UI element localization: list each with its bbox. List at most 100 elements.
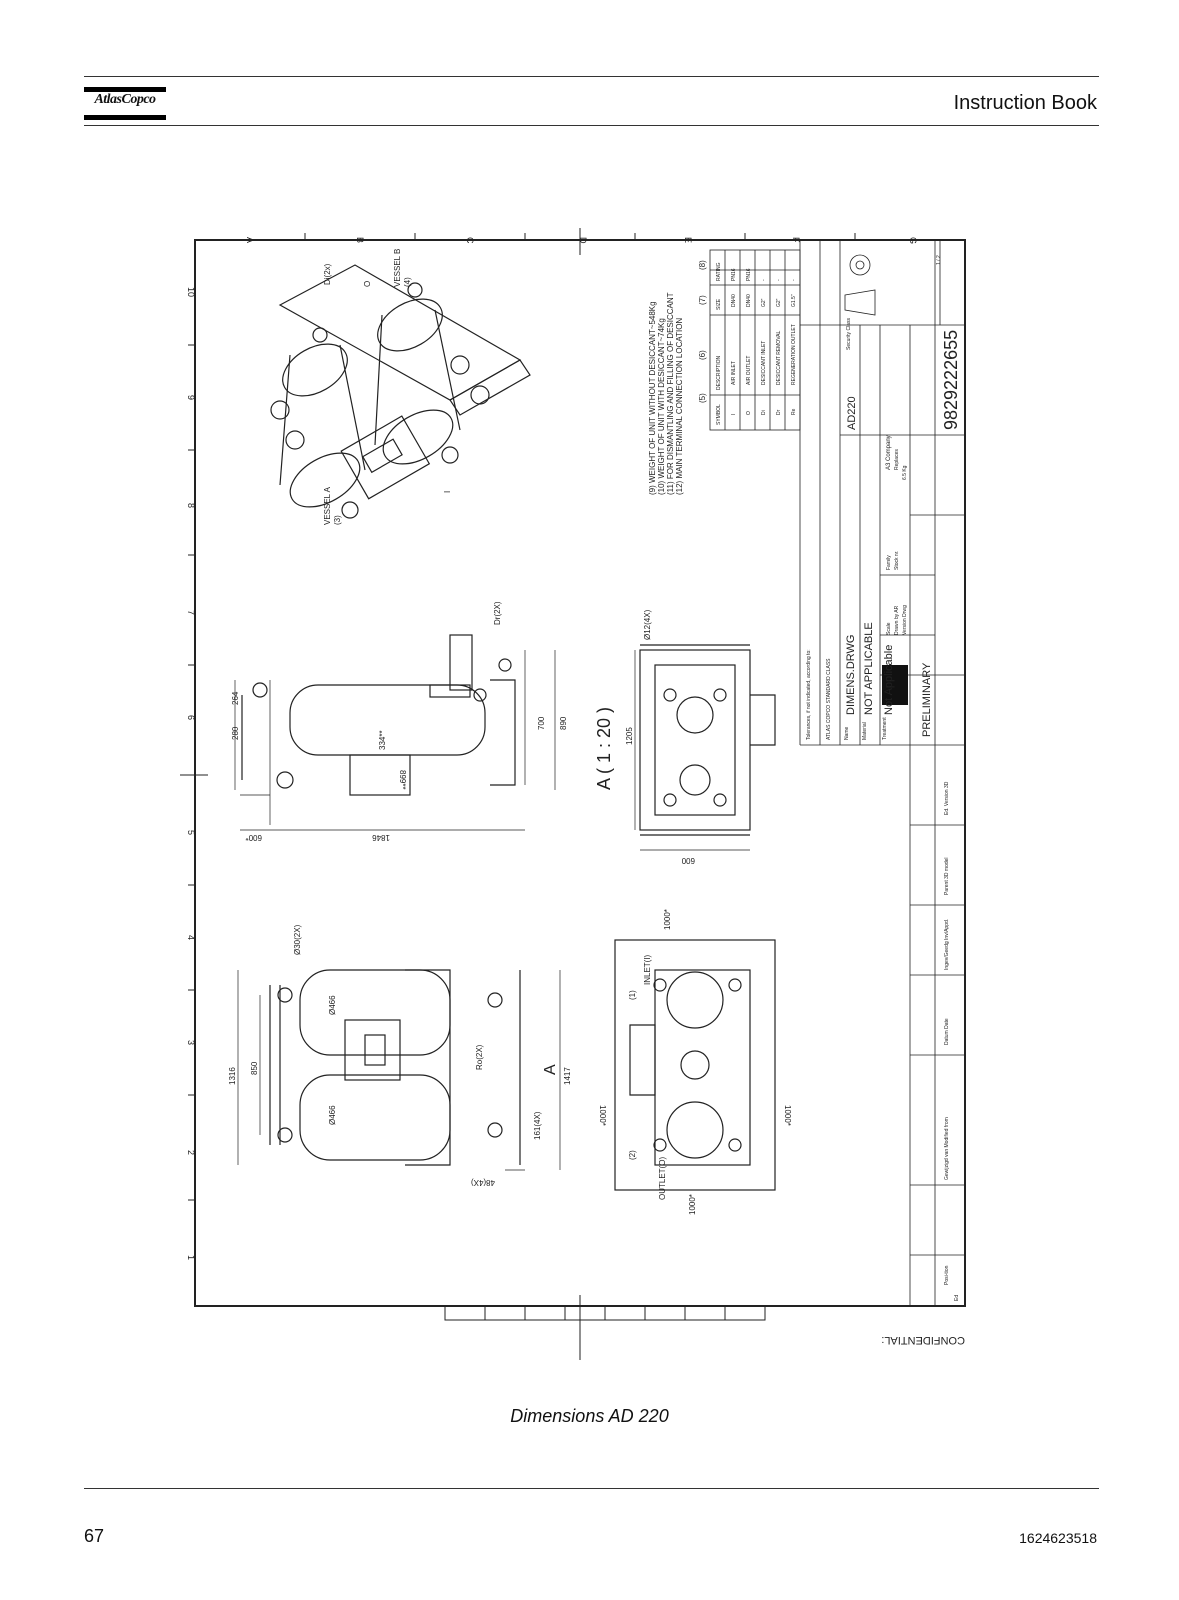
- o-label: O: [363, 281, 372, 287]
- dim-1205: 1205: [625, 727, 634, 745]
- tb-tolerances: Tolerances, if not indicated, according …: [806, 649, 812, 740]
- grid-number-3: 3: [186, 1040, 196, 1045]
- grid-number-10: 10: [186, 287, 196, 297]
- conn-row-5-rating: -: [791, 279, 797, 281]
- title-block: [799, 240, 965, 1306]
- tb-security-class: Security Class: [846, 318, 852, 350]
- tb-weight: 6.5 Kg: [902, 465, 908, 480]
- figure-caption: Dimensions AD 220: [510, 1406, 669, 1426]
- header-bottom-rule: [84, 125, 1099, 126]
- note-9: (9) WEIGHT OF UNIT WITHOUT DESICCANT~548…: [648, 301, 657, 495]
- connection-table-text: SYMBOL DESCRIPTION SIZE RATING I AIR INL…: [716, 262, 797, 425]
- dim-1316: 1316: [228, 1067, 237, 1085]
- view-arrow-a: A: [542, 1064, 559, 1075]
- tb-version: Version Drwg: [902, 605, 908, 635]
- drawing-notes: (9) WEIGHT OF UNIT WITHOUT DESICCANT~548…: [648, 292, 684, 495]
- dim-1000b: 1000*: [598, 1105, 607, 1126]
- conn-row-4-desc: DESICCANT REMOVAL: [776, 331, 782, 385]
- grid-letter-b: B: [355, 237, 365, 243]
- isometric-labels: VESSEL A (3) VESSEL B (4) Di(2x) O I: [323, 249, 452, 525]
- tb-parent-model: Parent 3D model: [944, 857, 950, 895]
- tb-datum: Datum Date: [944, 1018, 950, 1045]
- confidential-label: CONFIDENTIAL:: [881, 1334, 965, 1346]
- dim-264: 264: [231, 691, 240, 705]
- front-view: [269, 969, 521, 1166]
- conn-row-4-size: G2": [776, 298, 782, 307]
- tb-family: Family: [886, 555, 892, 570]
- projection-symbol: [844, 254, 876, 316]
- ro-label: Ro(2X): [475, 1044, 484, 1070]
- tb-drawing-number: 9829222655: [941, 330, 961, 430]
- front-view-dims: [237, 970, 561, 1171]
- grid-ticks-left: [188, 344, 195, 1201]
- conn-row-4-rating: -: [776, 279, 782, 281]
- conn-row-5-size: G1.5": [791, 294, 797, 307]
- grid-number-8: 8: [186, 503, 196, 508]
- conn-header-description: DESCRIPTION: [716, 355, 722, 390]
- section-a-label: A ( 1 : 20 ): [594, 707, 614, 790]
- conn-header-rating: RATING: [716, 262, 722, 281]
- dim-1000c: 1000*: [783, 1105, 792, 1126]
- conn-row-3-desc: DESICCANT INLET: [761, 341, 767, 385]
- tb-company: A3 Company: [886, 435, 892, 470]
- dim-1417: 1417: [563, 1067, 572, 1085]
- vessel-b-label: VESSEL B: [393, 249, 402, 287]
- dim-899: 899**: [398, 770, 407, 790]
- note-10: (10) WEIGHT OF UNIT WITH DESICCANT~74Kg: [657, 318, 666, 495]
- conn-num-7: (7): [698, 295, 707, 305]
- conn-row-4-symbol: Dr: [776, 409, 782, 415]
- tb-stock: Stock nr.: [894, 551, 900, 570]
- title-block-logo: [882, 665, 908, 705]
- grid-number-1: 1: [186, 1255, 196, 1260]
- plan-view: [614, 939, 776, 1191]
- tb-treatment-value: Not Applicable: [883, 645, 895, 715]
- tb-drawn-by: Drawn by AR: [894, 605, 900, 635]
- dim-600b: 600: [681, 856, 695, 865]
- inlet-label: INLET(I): [643, 954, 652, 985]
- d161-label: 161(4X): [533, 1111, 542, 1140]
- document-number: 1624623518: [1019, 1530, 1097, 1546]
- tb-ed-version: Ed. Version 3D: [944, 781, 950, 815]
- dim-600a: 600*: [246, 833, 262, 842]
- conn-row-1-symbol: I: [731, 414, 737, 415]
- grid-numbers: 1 2 3 4 5 6 7 8 9 10: [186, 287, 196, 1260]
- front-view-dim-text: 1316 850 1417 Ø30(2X) Ø466 Ø466 Ro(2X) 1…: [228, 924, 572, 1187]
- conn-num-5: (5): [698, 393, 707, 403]
- section-view-dims: [634, 650, 750, 851]
- header-top-rule: [84, 76, 1099, 77]
- note-12: (12) MAIN TERMINAL CONNECTION LOCATION: [675, 318, 684, 495]
- section-view-dim-text: 1205 600 Ø12(4X): [625, 609, 695, 865]
- side-view: [241, 634, 516, 796]
- logo-bar-top: [84, 87, 166, 92]
- di-label: Di(2x): [323, 263, 332, 285]
- dimension-drawing: A B C D E F G 1 2 3 4 5 6 7 8 9 10: [180, 228, 966, 1360]
- dim-1000d: 1000*: [688, 1194, 697, 1215]
- tb-replaces: Replaces: [894, 449, 900, 470]
- conn-row-1-rating: PN16: [731, 268, 737, 281]
- grid-letter-c: C: [465, 237, 475, 244]
- d30-label: Ø30(2X): [293, 924, 302, 955]
- logo-text: AtlasCopco: [94, 92, 156, 107]
- i-label: I: [443, 491, 452, 493]
- outlet-number: (2): [628, 1150, 637, 1160]
- connection-table-header-numbers: (5) (6) (7) (8): [698, 260, 707, 403]
- tb-engineer: Ingev/Geedg Inv/Appd.: [944, 919, 950, 970]
- outlet-label: OUTLET(O): [658, 1157, 667, 1200]
- grid-letters: A B C D E F G: [245, 237, 918, 244]
- dim-890: 890: [559, 716, 568, 730]
- tb-name-value: DIMENS.DRWG: [845, 635, 857, 715]
- conn-row-1-desc: AIR INLET: [731, 361, 737, 385]
- dr-label: Dr(2X): [493, 601, 502, 625]
- inlet-number: (1): [628, 990, 637, 1000]
- isometric-view: [270, 264, 531, 519]
- conn-num-8: (8): [698, 260, 707, 270]
- d12-label: Ø12(4X): [643, 609, 652, 640]
- conn-row-2-symbol: O: [746, 411, 752, 415]
- plan-view-text: INLET(I) (1) OUTLET(O) (2) 1000* 1000* 1…: [598, 909, 792, 1215]
- atlas-copco-logo: AtlasCopco: [84, 80, 166, 122]
- dim-334: 334**: [378, 730, 387, 750]
- grid-letter-g: G: [908, 237, 918, 244]
- conn-header-symbol: SYMBOL: [716, 404, 722, 425]
- tb-sheet: 1 / 2: [936, 255, 942, 265]
- conn-row-2-rating: PN16: [746, 268, 752, 281]
